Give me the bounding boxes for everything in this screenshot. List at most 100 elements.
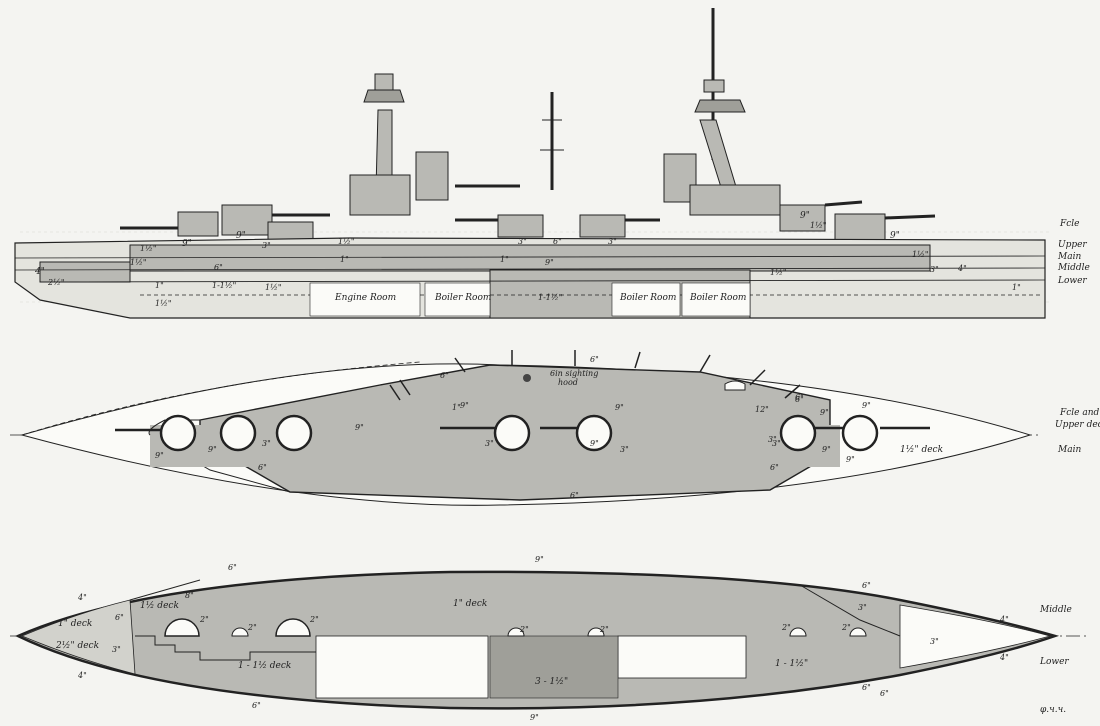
upper-plan-armour-labels: 6" 6" 1" 9" 9" 9" 3" 9" 3" 9" 3" 12" 6" … [155,355,871,500]
machinery-spaces: Engine Room Boiler Room Boiler Room Boil… [309,282,751,317]
armour-label: 6" [795,395,804,404]
armour-label: 6" [880,689,889,698]
armour-label: 3" [772,439,781,448]
deck-note-1half: 1½" deck [900,444,943,455]
upper-deck-plan: 6in sighting hood Fcle and Upper deck. M… [10,350,1100,506]
armour-label: 9" [460,401,469,410]
armour-label: 9" [890,231,900,241]
compartment-boiler-room-3: Boiler Room [689,293,746,303]
armour-label: 3" [930,637,939,646]
deck-label-main-plan: Main [1057,445,1081,455]
armour-label: 6" [214,263,223,272]
deck-label-upper: Upper [1058,240,1087,250]
sighting-hood-label-2: hood [558,378,578,387]
main-mast [540,92,564,190]
armour-label: 1½" [338,237,355,246]
deck-label-main: Main [1057,252,1081,262]
armour-label: 6" [795,393,804,402]
armour-label: 4" [34,267,45,277]
armour-label: 4" [957,264,967,273]
deck-note-3-1half: 3 - 1½" [535,676,568,687]
armour-label: 1-1½" [212,281,236,290]
armour-label: 9" [355,423,364,432]
armour-label: 1½" [770,268,787,277]
armour-label: 3" [262,241,271,250]
armour-label: 2" [841,623,851,632]
barbettes-lower [164,618,867,637]
armour-label: 1½" [140,244,157,253]
armour-label: 1" [155,281,164,290]
armour-label: 1" [1012,283,1021,292]
armour-label: 8" [185,591,194,600]
turrets-elevation [120,184,936,245]
armour-label: 1½" [130,258,147,267]
draughtsman-signature: φ.ч.ч. [1040,705,1066,715]
armour-label: 6" [258,463,267,472]
after-tripod [363,73,405,191]
armour-label: 3" [262,439,271,448]
lower-plan-armour-labels: 6" 9" 4" 6" 8" 2" 2" 2" 2" 2" 2" 2" 6" 3… [77,555,1009,722]
armour-label: 12" [755,405,769,414]
armour-label: 9" [615,403,624,412]
deck-note-1in-fwd: 1" deck [58,619,92,629]
armour-label: 6" [115,613,124,622]
armour-label: 1½" [265,283,282,292]
armour-label: 1" [452,403,461,412]
armour-label: 6" [228,563,237,572]
compartment-boiler-room-1: Boiler Room [434,293,491,303]
armour-label: 2" [519,625,529,634]
armour-label: 1½" [912,250,929,259]
armour-label: 6" [590,355,599,364]
armour-label: 9" [535,555,544,564]
armour-label: 4" [77,593,87,602]
armour-label: 4" [999,653,1009,662]
armour-label: 3" [485,439,494,448]
armour-label: 9" [155,451,164,460]
armour-label: 6" [862,683,871,692]
armour-label: 1½" [155,299,172,308]
armour-label: 3" [620,445,629,454]
barbettes-upper [159,414,879,452]
armour-label: 2" [781,623,791,632]
deck-note-2half: 2½" deck [55,640,99,651]
armour-label: 9" [822,445,831,454]
deck-note-1half: 1½ deck [140,600,179,611]
armour-label: 4" [999,615,1009,624]
deck-labels: Fcle Upper Main Middle Lower [1057,219,1090,286]
deck-label-fcle-and: Fcle and [1059,408,1100,418]
armour-label: 9" [820,408,829,417]
armour-label: 1" [340,255,349,264]
armour-label: 2" [599,625,609,634]
deck-note-1-1half: 1 - 1½ deck [238,660,291,671]
deck-label-upper-deck: Upper deck. [1055,420,1100,430]
side-elevation: Engine Room Boiler Room Boiler Room Boil… [14,8,1090,319]
lower-deck-plan: Middle Lower 1" deck 1" deck 1½ deck 2½"… [10,555,1090,722]
armour-label: 2½" [47,278,65,287]
armour-label: 9" [862,401,871,410]
armour-label: 9" [182,239,192,249]
armour-label: 3" [858,603,867,612]
armour-label: 3" [930,265,939,274]
funnel-aft [415,151,449,201]
armour-label: 9" [846,455,855,464]
armour-label: 9" [530,713,539,722]
deck-label-middle: Middle [1039,605,1072,615]
armour-label: 3" [768,435,777,444]
compartment-engine-room: Engine Room [334,293,396,303]
deck-note-1in: 1" deck [453,599,487,609]
elevation-armour-labels: 1½" 9" 9" 1½" 6" 3" 1½" 1" 4" 2½" 1" 1-1… [34,211,1021,308]
armour-label: 6" [252,701,261,710]
fore-mast [694,8,746,201]
armour-label: 6" [770,463,779,472]
armour-label: 1½" [810,221,827,230]
main-belt [129,244,931,272]
armour-label: 9" [800,211,810,221]
armour-label: 3" [608,237,617,246]
armour-label: 9" [545,258,554,267]
deck-note-1-1half-aft: 1 - 1½" [775,658,808,669]
deck-label-fcle: Fcle [1059,219,1080,229]
deck-label-lower: Lower [1057,276,1087,286]
armour-label: 9" [208,445,217,454]
